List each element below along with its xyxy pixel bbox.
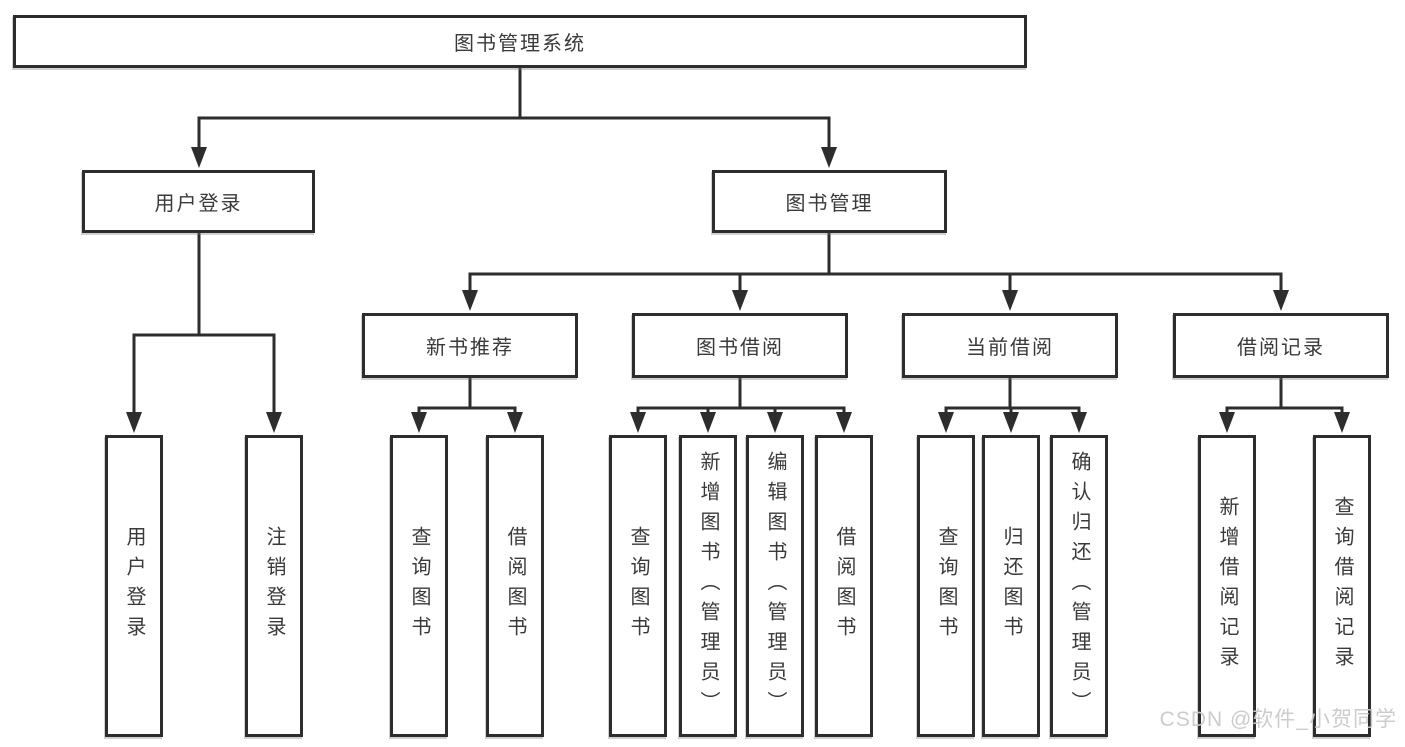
leaf-br-add-borrow-record: 新增借阅记录 [1198, 435, 1256, 737]
leaf-label: 借阅图书 [504, 526, 526, 646]
node-label: 图书管理系统 [454, 33, 586, 55]
node-label: 当前借阅 [966, 337, 1054, 359]
node-label: 用户登录 [154, 193, 243, 215]
leaf-label: 查询图书 [935, 526, 957, 646]
leaf-nbr-query-books: 查询图书 [390, 435, 448, 737]
leaf-bb-edit-books-admin: 编辑图书（管理员） [746, 435, 804, 737]
leaf-logout: 注销登录 [245, 435, 303, 737]
leaf-label: 新增图书（管理员） [697, 451, 719, 721]
leaf-br-query-borrow-record: 查询借阅记录 [1313, 435, 1371, 737]
leaf-label: 借阅图书 [833, 526, 855, 646]
leaf-label: 编辑图书（管理员） [764, 451, 786, 721]
csdn-watermark: CSDN @软件_小贺同学 [1159, 708, 1397, 731]
leaf-cb-query-books: 查询图书 [917, 435, 975, 737]
node-book-management-branch: 图书管理 [712, 170, 947, 233]
node-book-borrowing: 图书借阅 [632, 313, 848, 378]
node-borrowing-records: 借阅记录 [1173, 313, 1389, 378]
leaf-label: 用户登录 [123, 526, 145, 646]
node-user-login-branch: 用户登录 [82, 170, 315, 233]
node-library-management-system: 图书管理系统 [13, 15, 1027, 68]
leaf-user-login: 用户登录 [105, 435, 163, 737]
leaf-label: 确认归还（管理员） [1068, 451, 1090, 721]
leaf-label: 新增借阅记录 [1216, 496, 1238, 676]
node-label: 新书推荐 [426, 337, 514, 359]
node-label: 图书管理 [785, 193, 874, 215]
leaf-label: 查询借阅记录 [1331, 496, 1353, 676]
leaf-bb-add-books-admin: 新增图书（管理员） [679, 435, 737, 737]
leaf-bb-query-books: 查询图书 [609, 435, 667, 737]
leaf-label: 归还图书 [1000, 526, 1022, 646]
leaf-cb-return-books: 归还图书 [982, 435, 1040, 737]
leaf-label: 查询图书 [408, 526, 430, 646]
leaf-nbr-borrow-books: 借阅图书 [486, 435, 544, 737]
node-current-borrowing: 当前借阅 [902, 313, 1118, 378]
leaf-bb-borrow-books: 借阅图书 [815, 435, 873, 737]
node-label: 借阅记录 [1237, 337, 1325, 359]
leaf-label: 查询图书 [627, 526, 649, 646]
node-new-book-recommendation: 新书推荐 [362, 313, 578, 378]
node-label: 图书借阅 [696, 337, 784, 359]
leaf-cb-confirm-return-admin: 确认归还（管理员） [1050, 435, 1108, 737]
leaf-label: 注销登录 [263, 526, 285, 646]
